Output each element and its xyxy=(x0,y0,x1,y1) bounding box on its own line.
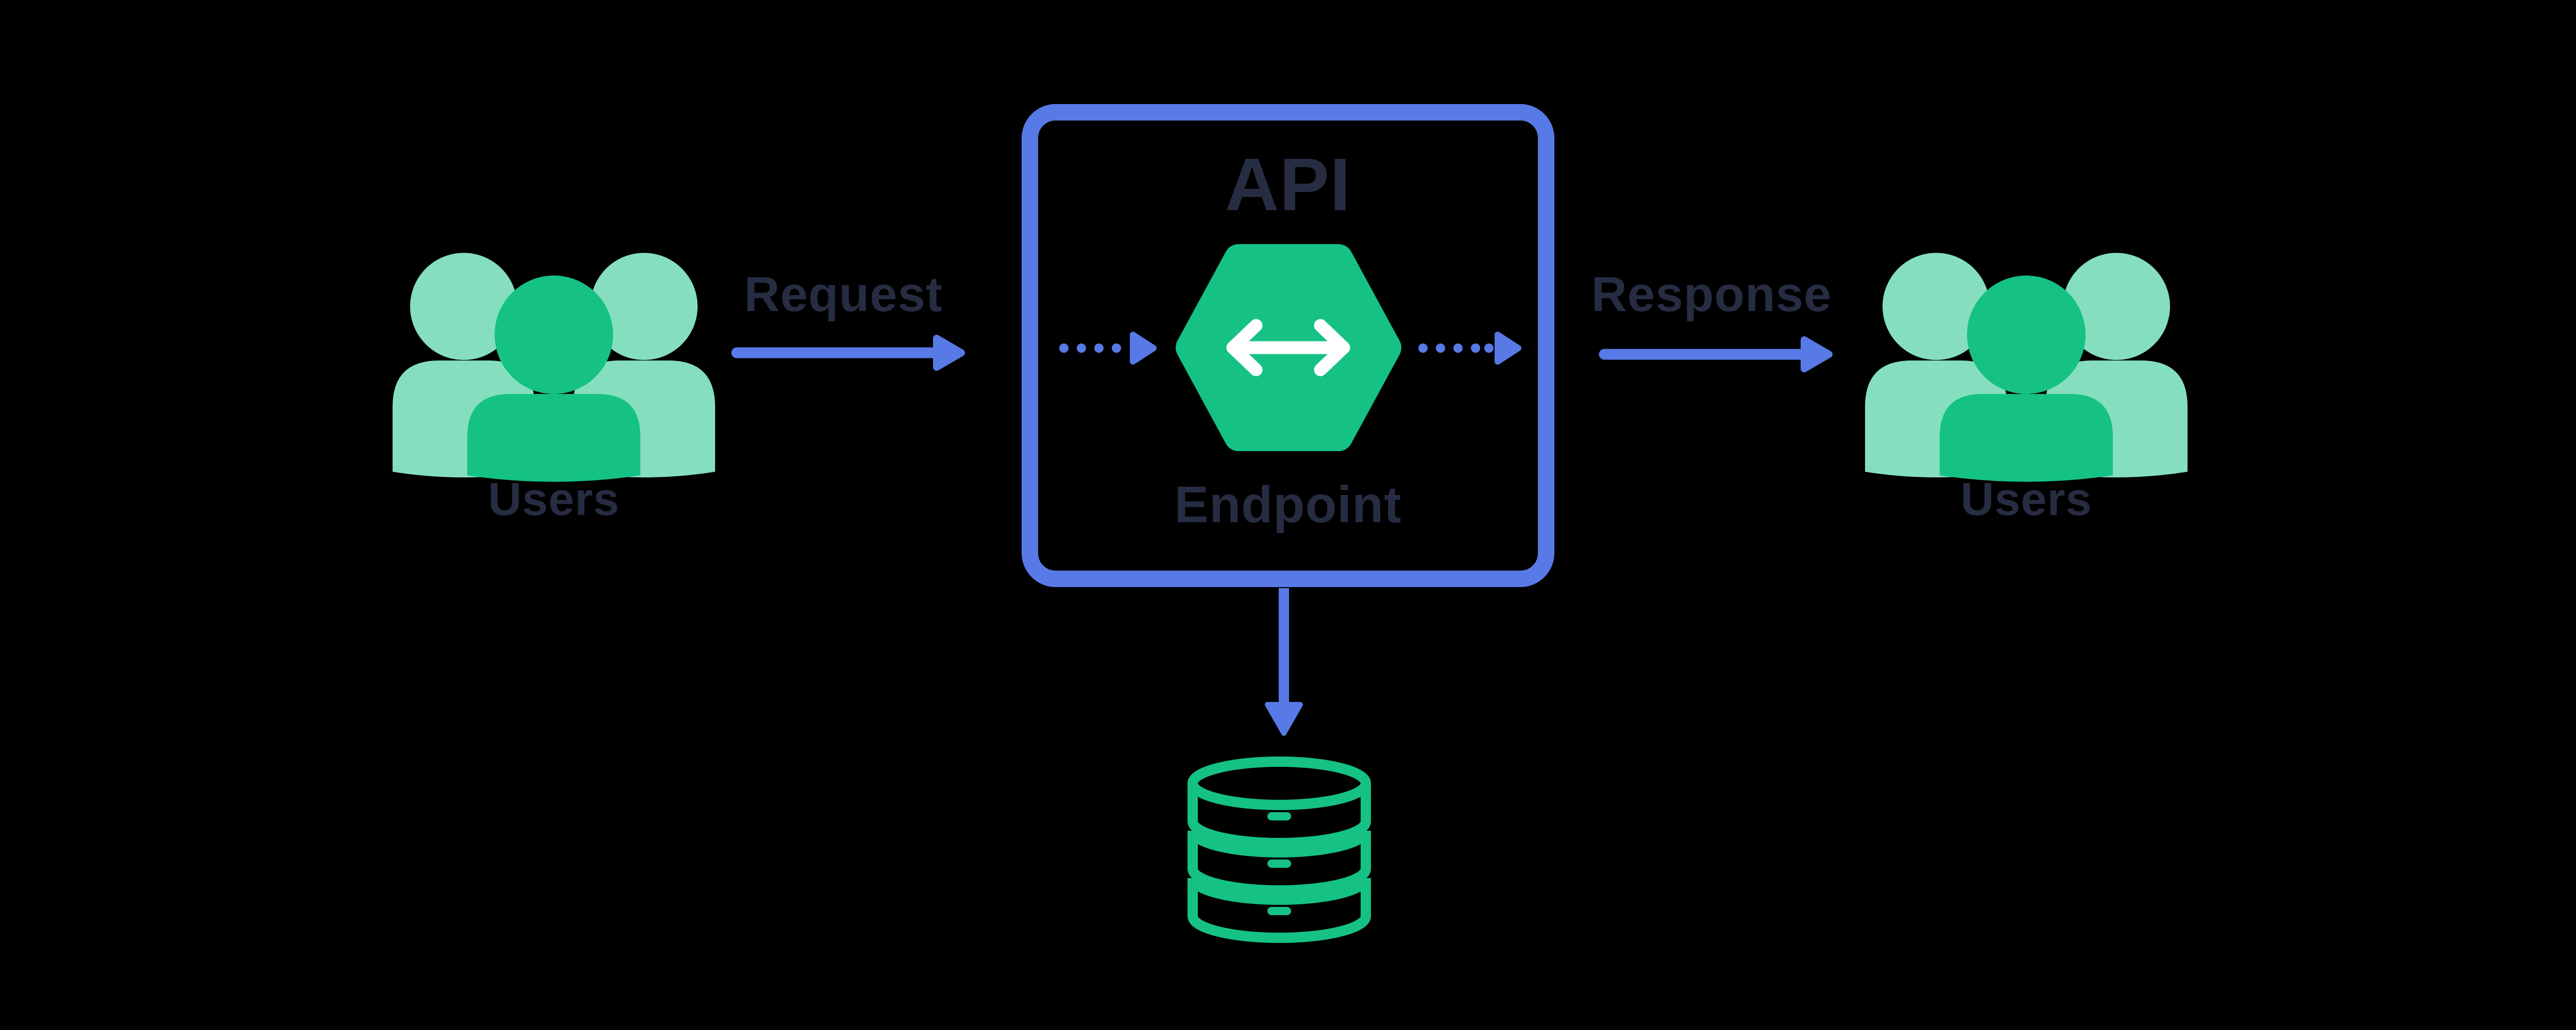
users-center-figure xyxy=(1940,276,2113,482)
users-icon xyxy=(393,253,715,482)
api-subtitle: Endpoint xyxy=(1174,476,1402,534)
dotted-arrow-in-icon xyxy=(1059,332,1157,365)
database-icon xyxy=(1188,757,1371,943)
users-right-label: Users xyxy=(1960,474,2092,525)
response-label: Response xyxy=(1591,267,1832,322)
api-title: API xyxy=(1225,143,1351,226)
api-box xyxy=(1022,104,1554,587)
users-left-label: Users xyxy=(488,474,620,525)
request-label: Request xyxy=(744,267,943,322)
dotted-arrow-out-icon xyxy=(1418,332,1521,365)
users-icon xyxy=(1865,253,2188,482)
hexagon-endpoint-icon xyxy=(1176,244,1401,451)
users-center-figure xyxy=(467,276,640,482)
double-arrow-icon xyxy=(1226,319,1350,376)
response-arrow-icon xyxy=(1599,336,1833,372)
database-disk-dashes xyxy=(1267,812,1291,915)
request-arrow-icon xyxy=(731,335,965,371)
down-arrow-icon xyxy=(1265,588,1303,736)
